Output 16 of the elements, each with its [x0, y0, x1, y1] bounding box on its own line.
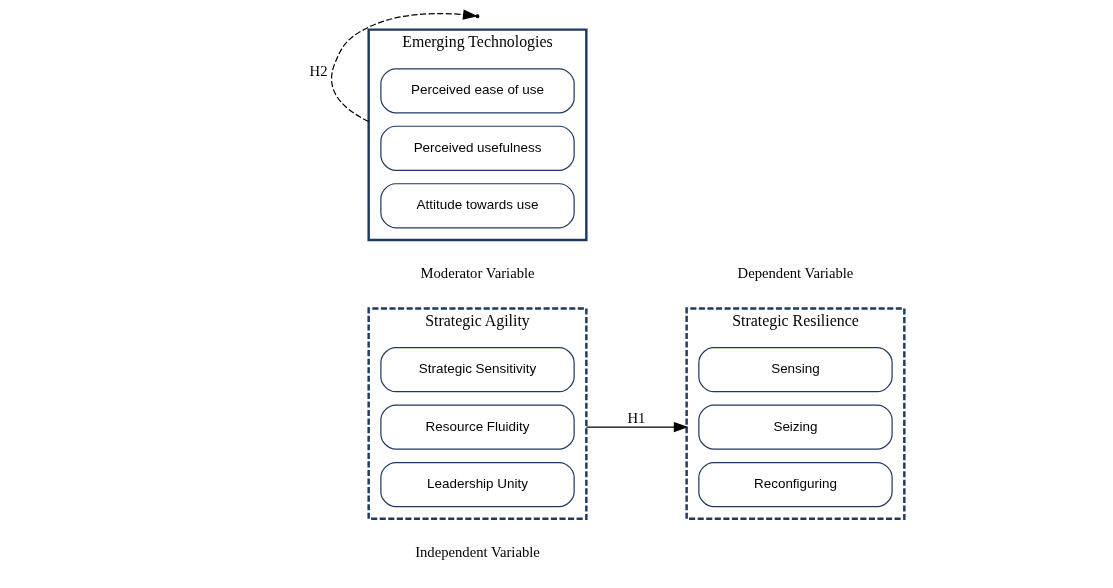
node-label: Independent Variable [414, 543, 540, 560]
node-box: Perceived usefulness [379, 125, 575, 171]
edge-label: H1 [627, 409, 645, 426]
node-box: Attitude towards use [379, 183, 575, 229]
node-box: Seizing [697, 404, 893, 450]
node-box: Sensing [697, 347, 893, 393]
node-label: Moderator Variable [419, 265, 535, 282]
node-box: Perceived ease of use [379, 68, 575, 114]
node-box: Reconfiguring [697, 461, 893, 508]
node-box: Strategic Sensitivity [379, 347, 575, 393]
arrow [330, 9, 478, 123]
node-label: Dependent Variable [737, 265, 853, 282]
node-box: Leadership Unity [379, 461, 575, 508]
node-box: Resource Fluidity [379, 404, 575, 450]
edge-label: H2 [309, 63, 327, 80]
arrow [585, 421, 688, 433]
